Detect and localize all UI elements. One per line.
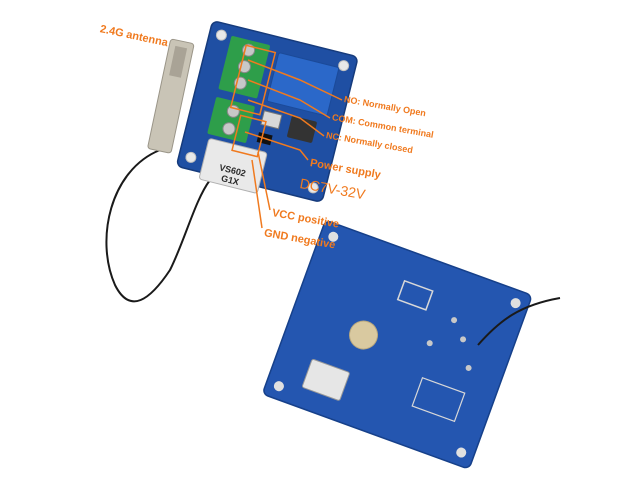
back-antenna-cable <box>477 297 561 346</box>
antenna <box>147 38 195 154</box>
relay <box>266 52 340 117</box>
back-pcb <box>263 221 532 469</box>
front-pcb <box>176 21 358 202</box>
annotation-lines <box>229 44 343 229</box>
antenna-cable <box>105 149 211 303</box>
power-terminal-block <box>207 97 255 143</box>
